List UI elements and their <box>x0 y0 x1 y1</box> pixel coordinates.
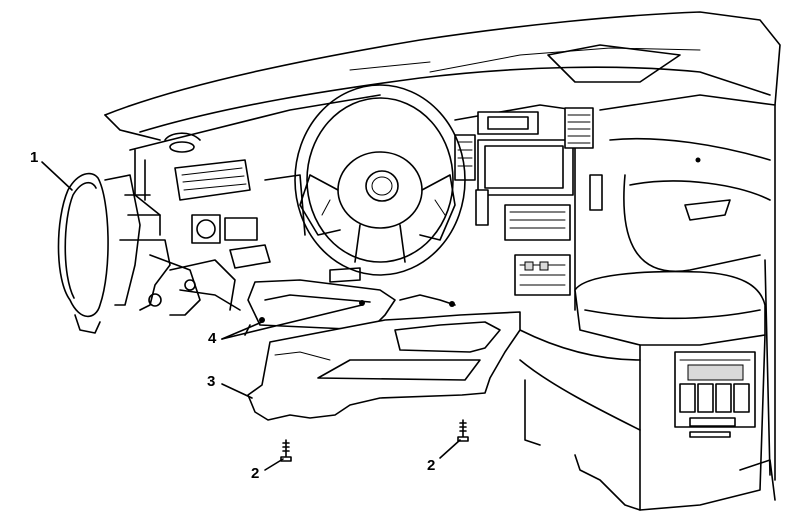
callout-3: 3 <box>207 373 215 390</box>
driver-dash <box>129 94 381 269</box>
screw-right <box>457 419 469 442</box>
callout-1: 1 <box>30 149 38 166</box>
knee-bolster-bracket <box>244 267 456 336</box>
dash-pad <box>104 11 781 153</box>
screw-left <box>280 439 292 462</box>
left-end-bracket <box>104 174 241 316</box>
callout-4: 4 <box>208 330 217 347</box>
instrument-panel-end-cap <box>57 172 109 334</box>
leader-lines <box>41 161 461 471</box>
center-stack <box>454 104 603 311</box>
callout-2-right: 2 <box>427 457 435 474</box>
steering-wheel <box>294 84 466 276</box>
knee-bolster-panel <box>247 311 521 421</box>
callout-2-left: 2 <box>251 465 259 482</box>
center-console <box>519 270 766 511</box>
